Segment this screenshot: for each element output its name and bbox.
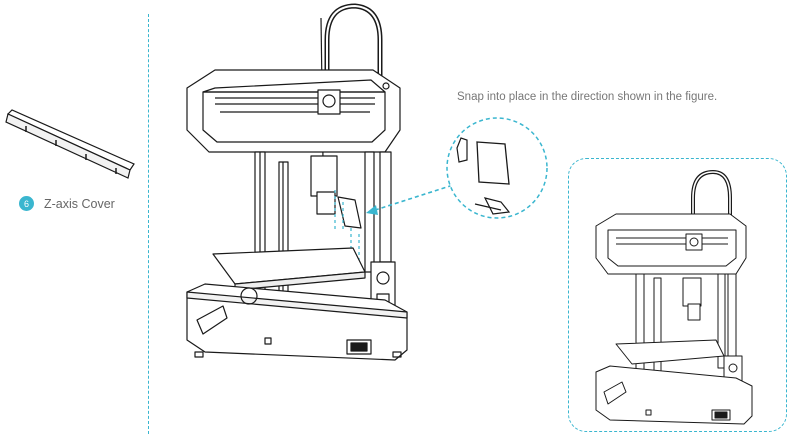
part-label: 6 Z-axis Cover: [19, 196, 115, 211]
part-name: Z-axis Cover: [44, 196, 115, 211]
zoom-detail: [446, 117, 548, 219]
printer-main-illustration: [186, 3, 408, 361]
part-number-badge: 6: [19, 196, 34, 211]
instruction-text: Snap into place in the direction shown i…: [457, 91, 718, 103]
result-inset-frame: [568, 158, 787, 432]
printer-result-illustration: [595, 170, 753, 425]
z-axis-cover-image: [5, 109, 135, 179]
section-divider: [148, 14, 149, 434]
